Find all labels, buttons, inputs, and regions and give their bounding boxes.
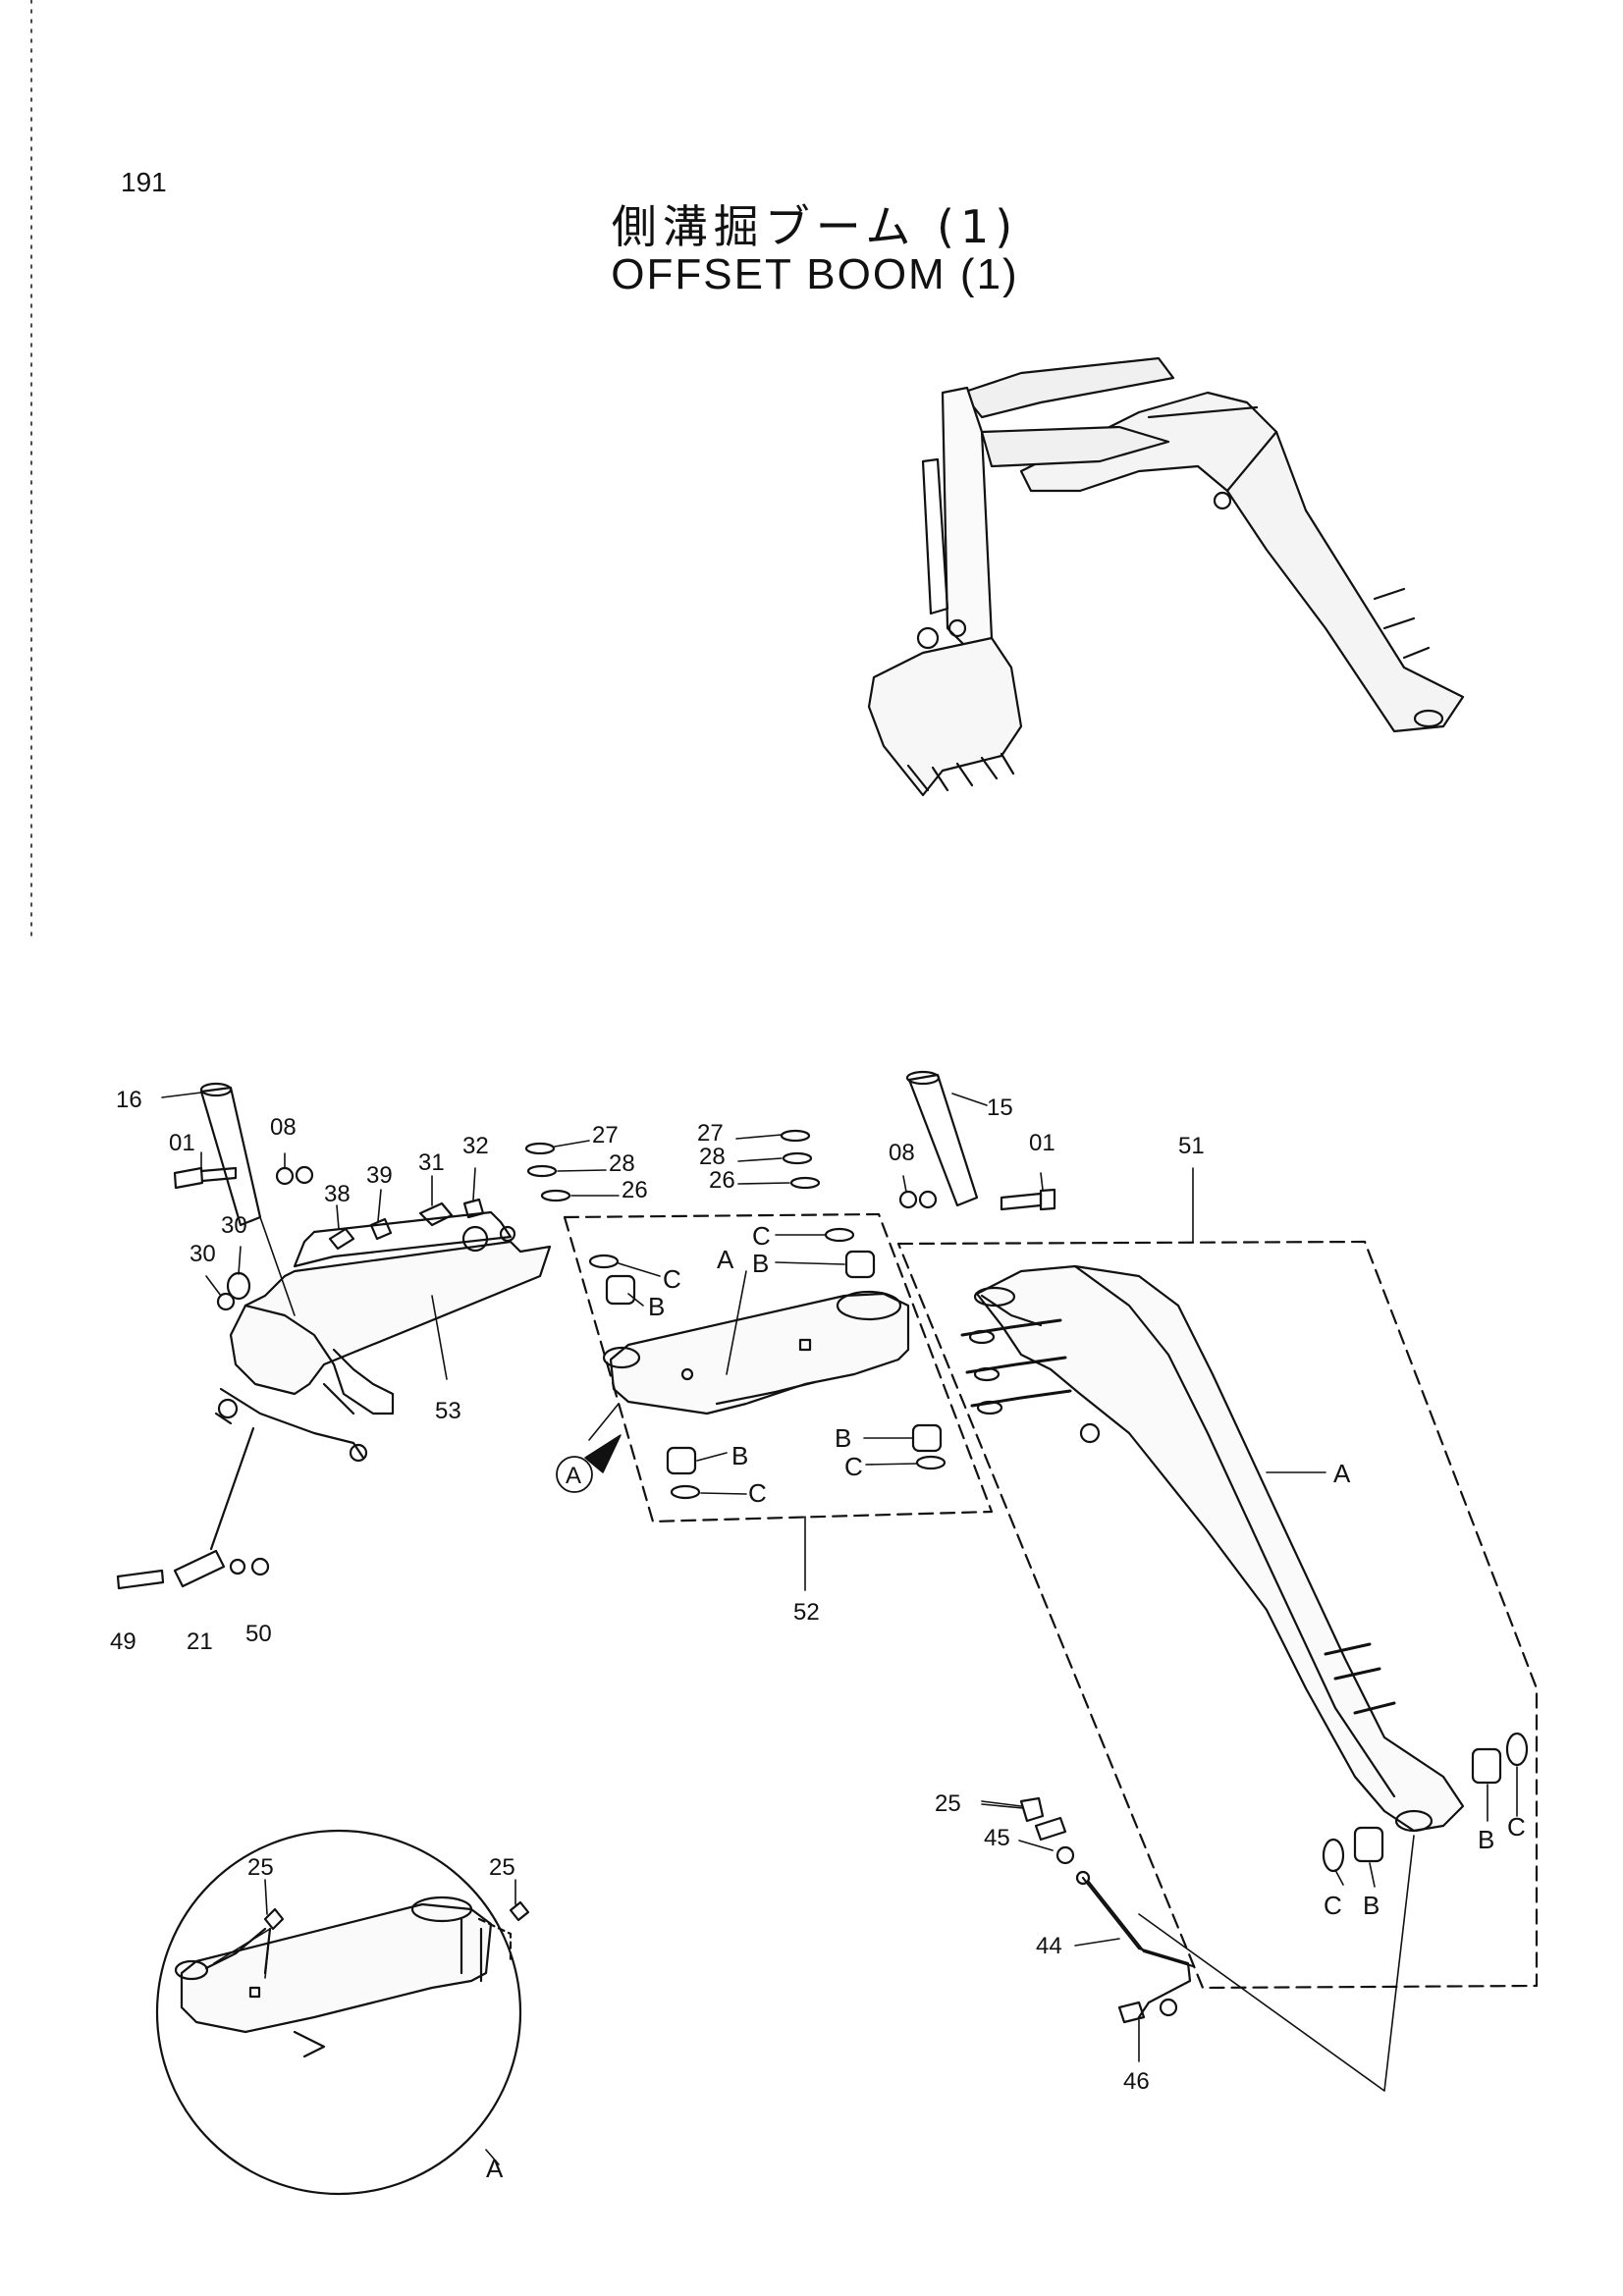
- label-b-5: B: [1363, 1891, 1380, 1920]
- label-c-2: C: [752, 1221, 771, 1251]
- bushings-boom-end: [1322, 1732, 1529, 1873]
- callout-26-left: 26: [622, 1177, 648, 1203]
- callout-26-right: 26: [709, 1167, 735, 1194]
- callout-45: 45: [984, 1825, 1010, 1851]
- label-c-4: C: [844, 1452, 863, 1481]
- label-a-detail: A: [486, 2154, 504, 2183]
- label-c-1: C: [663, 1264, 681, 1294]
- nut-08-left: [275, 1165, 314, 1186]
- detail-a-link: [174, 1896, 530, 2058]
- detail-a-arrow: [584, 1434, 622, 1473]
- washer-stack-left: [524, 1142, 571, 1202]
- callout-39: 39: [366, 1162, 393, 1189]
- washer-stack-right: [780, 1129, 821, 1190]
- label-a-ref-circle: A: [566, 1463, 581, 1489]
- callout-46: 46: [1123, 2068, 1150, 2095]
- label-c-3: C: [748, 1478, 767, 1508]
- fittings-38-39-31-32: [328, 1198, 485, 1251]
- label-c-6: C: [1507, 1812, 1526, 1842]
- detail-a-circle: [155, 1829, 522, 2196]
- detail-a-ref-circle: [556, 1456, 593, 1493]
- letter-labels: A A A A C B C B B C B C C B B C: [486, 1221, 1526, 2183]
- grease-line-44-45-46: [1019, 1796, 1195, 2024]
- label-b-1: B: [648, 1292, 665, 1321]
- page-number: 191: [121, 167, 167, 197]
- boom-51: [960, 1264, 1465, 1833]
- group-box-52: [563, 1212, 994, 1523]
- swing-bracket-53: [214, 1210, 552, 1463]
- bolt-01-right: [1000, 1188, 1056, 1211]
- callout-30-lower: 30: [189, 1241, 216, 1267]
- label-b-4: B: [835, 1423, 851, 1453]
- label-b-2: B: [752, 1249, 769, 1278]
- label-c-5: C: [1324, 1891, 1342, 1920]
- callout-01-left: 01: [169, 1130, 195, 1156]
- label-b-3: B: [731, 1441, 748, 1470]
- label-a-boom: A: [1333, 1459, 1351, 1488]
- callout-38: 38: [324, 1181, 351, 1207]
- callout-53: 53: [435, 1398, 461, 1424]
- callout-27-left: 27: [592, 1122, 619, 1148]
- pin-16: [199, 1082, 262, 1227]
- callout-49: 49: [110, 1629, 136, 1655]
- callout-labels: 16 01 08 38 39 31 32 30 30 53 49 21 50 2…: [110, 1087, 1205, 2095]
- callout-21: 21: [187, 1629, 213, 1655]
- callout-51: 51: [1178, 1133, 1205, 1159]
- bolt-01-left: [173, 1166, 238, 1190]
- nut-08-right: [898, 1190, 938, 1209]
- washers-30: [216, 1271, 251, 1311]
- pin-21-bolt-49-nut-50: [116, 1426, 270, 1590]
- callout-31: 31: [418, 1149, 445, 1176]
- callout-44: 44: [1036, 1933, 1062, 1959]
- link-52: [602, 1290, 910, 1415]
- overview-boom-illustration: [867, 356, 1465, 797]
- leader-lines: [161, 1092, 1518, 2165]
- callout-50: 50: [245, 1621, 272, 1647]
- callout-28-left: 28: [609, 1150, 635, 1177]
- callout-16: 16: [116, 1087, 142, 1113]
- callout-08-right: 08: [889, 1140, 915, 1166]
- label-b-6: B: [1478, 1825, 1494, 1854]
- callout-30-upper: 30: [221, 1212, 247, 1239]
- callout-52: 52: [793, 1599, 820, 1626]
- callout-25-detail-right: 25: [489, 1854, 515, 1881]
- callout-32: 32: [462, 1133, 489, 1159]
- callout-28-right: 28: [699, 1144, 726, 1170]
- callout-01-right: 01: [1029, 1130, 1055, 1156]
- callout-25-detail-left: 25: [247, 1854, 274, 1881]
- bushings-and-seals-52: [588, 1227, 947, 1500]
- callout-15: 15: [987, 1095, 1013, 1121]
- title-english: OFFSET BOOM (1): [611, 250, 1019, 298]
- pin-15: [905, 1070, 979, 1207]
- group-box-51: [896, 1240, 1539, 1990]
- callout-08-left: 08: [270, 1114, 297, 1141]
- callout-25-main: 25: [935, 1790, 961, 1817]
- label-a-link: A: [717, 1245, 734, 1274]
- callout-27-right: 27: [697, 1120, 724, 1147]
- title-japanese: 側溝掘ブーム (1): [611, 200, 1019, 253]
